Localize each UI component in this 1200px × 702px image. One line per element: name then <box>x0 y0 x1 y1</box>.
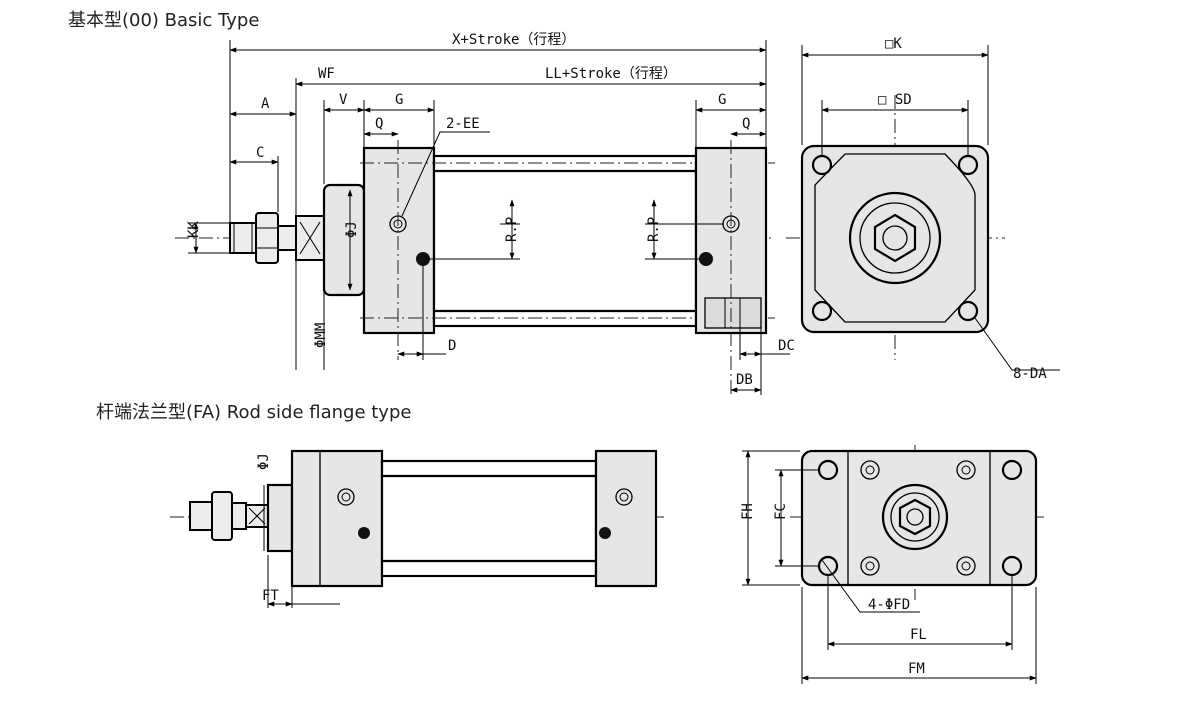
tie-rod-hole-icon <box>957 154 979 176</box>
flange-tie-rod-icon <box>860 460 880 480</box>
dim-v: V <box>339 92 348 108</box>
dim-q-right: Q <box>742 116 750 132</box>
dim-j-flange: ΦJ <box>256 453 272 470</box>
dim-d: D <box>448 338 456 354</box>
flange-tie-rod-icon <box>956 556 976 576</box>
dim-sd: □ SD <box>878 92 912 108</box>
dim-db: DB <box>736 372 753 388</box>
basic-side-view <box>175 40 790 395</box>
dim-fh: FH <box>740 503 756 520</box>
dim-g-left: G <box>395 92 403 108</box>
dim-da: 8-DA <box>1013 366 1047 382</box>
dim-a: A <box>261 96 270 112</box>
dim-ll-stroke: LL+Stroke（行程） <box>545 66 677 82</box>
front-cover <box>362 146 436 335</box>
flange-hole-icon <box>817 555 839 577</box>
dim-rp-right: R.P <box>646 217 662 242</box>
flange-side-view <box>170 449 665 608</box>
dim-rp-left: R.P <box>504 217 520 242</box>
rod-end <box>229 212 325 264</box>
dim-j: ΦJ <box>344 221 360 238</box>
dim-dc: DC <box>778 338 795 354</box>
flange-rear-cover <box>594 449 658 588</box>
dim-fc: FC <box>773 503 789 520</box>
screw-front-icon <box>416 252 430 266</box>
dim-ft: FT <box>262 588 279 604</box>
end-view-body <box>800 144 990 334</box>
dim-g-right: G <box>718 92 726 108</box>
flange-plate <box>266 483 294 553</box>
flange-type-title: 杆端法兰型(FA) Rod side flange type <box>96 402 412 423</box>
flange-hole-icon <box>817 459 839 481</box>
dim-wf: WF <box>318 66 335 82</box>
dim-c: C <box>256 145 264 161</box>
dim-fd: 4-ΦFD <box>868 597 910 613</box>
flange-tie-rod-icon <box>860 556 880 576</box>
dim-ee: 2-EE <box>446 116 480 132</box>
flange-hole-icon <box>1001 459 1023 481</box>
dim-mm: ΦMM <box>313 323 329 348</box>
tie-rod-hole-icon <box>811 300 833 322</box>
screw-rear-icon <box>699 252 713 266</box>
flange-hole-icon <box>1001 555 1023 577</box>
dim-q-left: Q <box>375 116 383 132</box>
basic-end-view <box>786 45 1060 371</box>
dim-fm: FM <box>908 661 925 677</box>
rod-gland <box>322 183 366 297</box>
basic-type-title: 基本型(00) Basic Type <box>68 10 260 31</box>
flange-end-view <box>742 445 1045 684</box>
dim-kk: KK <box>186 221 202 238</box>
dim-fl: FL <box>910 627 927 643</box>
tie-rod-hole-icon <box>957 300 979 322</box>
dim-x-stroke: X+Stroke（行程） <box>452 32 575 48</box>
flange-front-cover <box>290 449 384 588</box>
flange-tie-rod-icon <box>956 460 976 480</box>
tie-rod-hole-icon <box>811 154 833 176</box>
dim-k: □K <box>885 36 902 52</box>
